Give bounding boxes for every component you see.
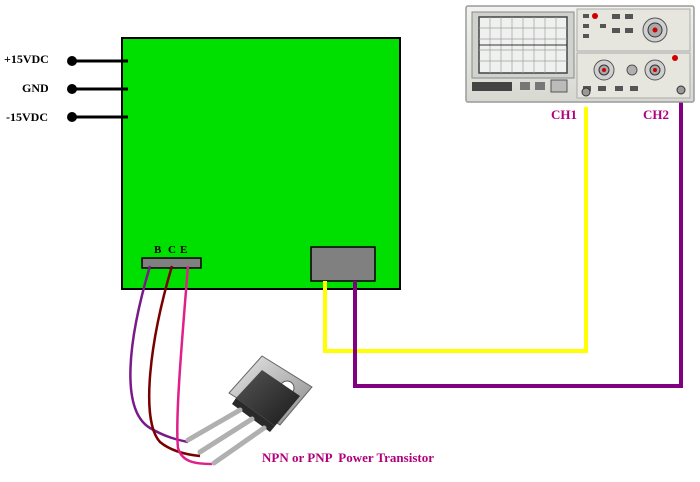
power-transistor-icon [185, 355, 313, 466]
connector-label-b: B [154, 244, 162, 256]
ch1-wire [323, 107, 588, 353]
scope-output-connector[interactable] [310, 246, 376, 282]
plus-15vdc-label: +15VDC [4, 52, 49, 66]
plus-15vdc-terminal[interactable] [67, 56, 77, 66]
ch1-input-jack[interactable] [581, 87, 591, 97]
gnd-terminal[interactable] [67, 84, 77, 94]
ch2-wire [353, 96, 683, 388]
ch1-label: CH1 [551, 107, 577, 122]
connector-label-c: C [168, 244, 176, 256]
minus-15vdc-terminal[interactable] [67, 112, 77, 122]
gnd-label: GND [22, 81, 49, 95]
minus-15vdc-label: -15VDC [6, 110, 48, 124]
power-terminals [67, 56, 128, 122]
emitter-wire [176, 265, 213, 466]
collector-wire [147, 265, 201, 458]
base-wire [129, 265, 189, 444]
connector-label-e: E [180, 244, 187, 256]
ch2-label: CH2 [643, 107, 669, 122]
ch2-input-jack[interactable] [676, 85, 686, 95]
transistor-caption: NPN or PNP Power Transistor [262, 450, 434, 465]
oscilloscope-icon [465, 5, 695, 103]
